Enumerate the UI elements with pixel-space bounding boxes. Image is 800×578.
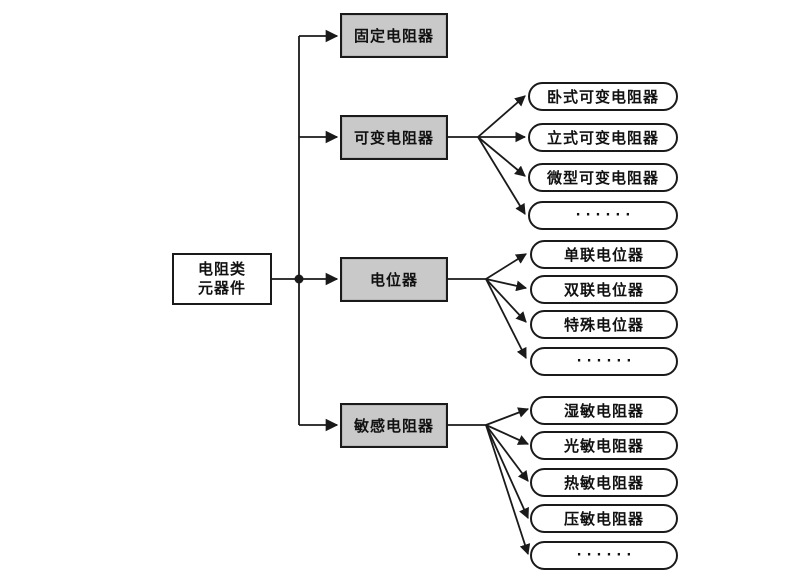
node-sensitive-more[interactable]: ······ bbox=[530, 541, 678, 570]
node-potentiometer[interactable]: 电位器 bbox=[340, 257, 448, 302]
node-micro-variable-resistor[interactable]: 微型可变电阻器 bbox=[528, 163, 678, 192]
node-potentio-more[interactable]: ······ bbox=[530, 347, 678, 376]
edge-sensitive-child-4 bbox=[485, 424, 529, 519]
node-special-potentiometer[interactable]: 特殊电位器 bbox=[530, 310, 678, 339]
edge-potentio-child-4 bbox=[485, 278, 527, 359]
node-horizontal-variable-resistor[interactable]: 卧式可变电阻器 bbox=[528, 82, 678, 111]
node-vertical-variable-resistor[interactable]: 立式可变电阻器 bbox=[528, 123, 678, 152]
node-sensitive-resistor[interactable]: 敏感电阻器 bbox=[340, 403, 448, 448]
node-root-line2: 元器件 bbox=[197, 279, 246, 297]
edge-sensitive-child-5 bbox=[485, 424, 531, 556]
edge-potentio-child-3 bbox=[485, 278, 527, 323]
node-voltage-sensitive-resistor[interactable]: 压敏电阻器 bbox=[530, 504, 678, 533]
node-fixed-resistor[interactable]: 固定电阻器 bbox=[340, 13, 448, 58]
node-photo-sensitive-resistor[interactable]: 光敏电阻器 bbox=[530, 431, 678, 460]
edge-variable-child-4 bbox=[477, 136, 526, 215]
node-single-gang-potentiometer[interactable]: 单联电位器 bbox=[530, 240, 678, 269]
node-humidity-sensitive-resistor[interactable]: 湿敏电阻器 bbox=[530, 396, 678, 425]
node-variable-resistor[interactable]: 可变电阻器 bbox=[340, 115, 448, 160]
node-dual-gang-potentiometer[interactable]: 双联电位器 bbox=[530, 275, 678, 304]
edge-variable-child-3 bbox=[477, 136, 526, 177]
node-variable-more[interactable]: ······ bbox=[528, 201, 678, 230]
node-thermo-sensitive-resistor[interactable]: 热敏电阻器 bbox=[530, 468, 678, 497]
edge-potentio-child-1 bbox=[485, 253, 527, 280]
edge-sensitive-child-3 bbox=[485, 424, 529, 482]
edge-sensitive-child-1 bbox=[485, 407, 530, 426]
node-root-line1: 电阻类 bbox=[197, 260, 246, 279]
edge-variable-child-1 bbox=[477, 95, 526, 138]
edge-potentio-child-2 bbox=[485, 278, 528, 292]
edge-sensitive-child-2 bbox=[485, 424, 529, 445]
node-root[interactable]: 电阻类 元器件 bbox=[172, 253, 272, 305]
